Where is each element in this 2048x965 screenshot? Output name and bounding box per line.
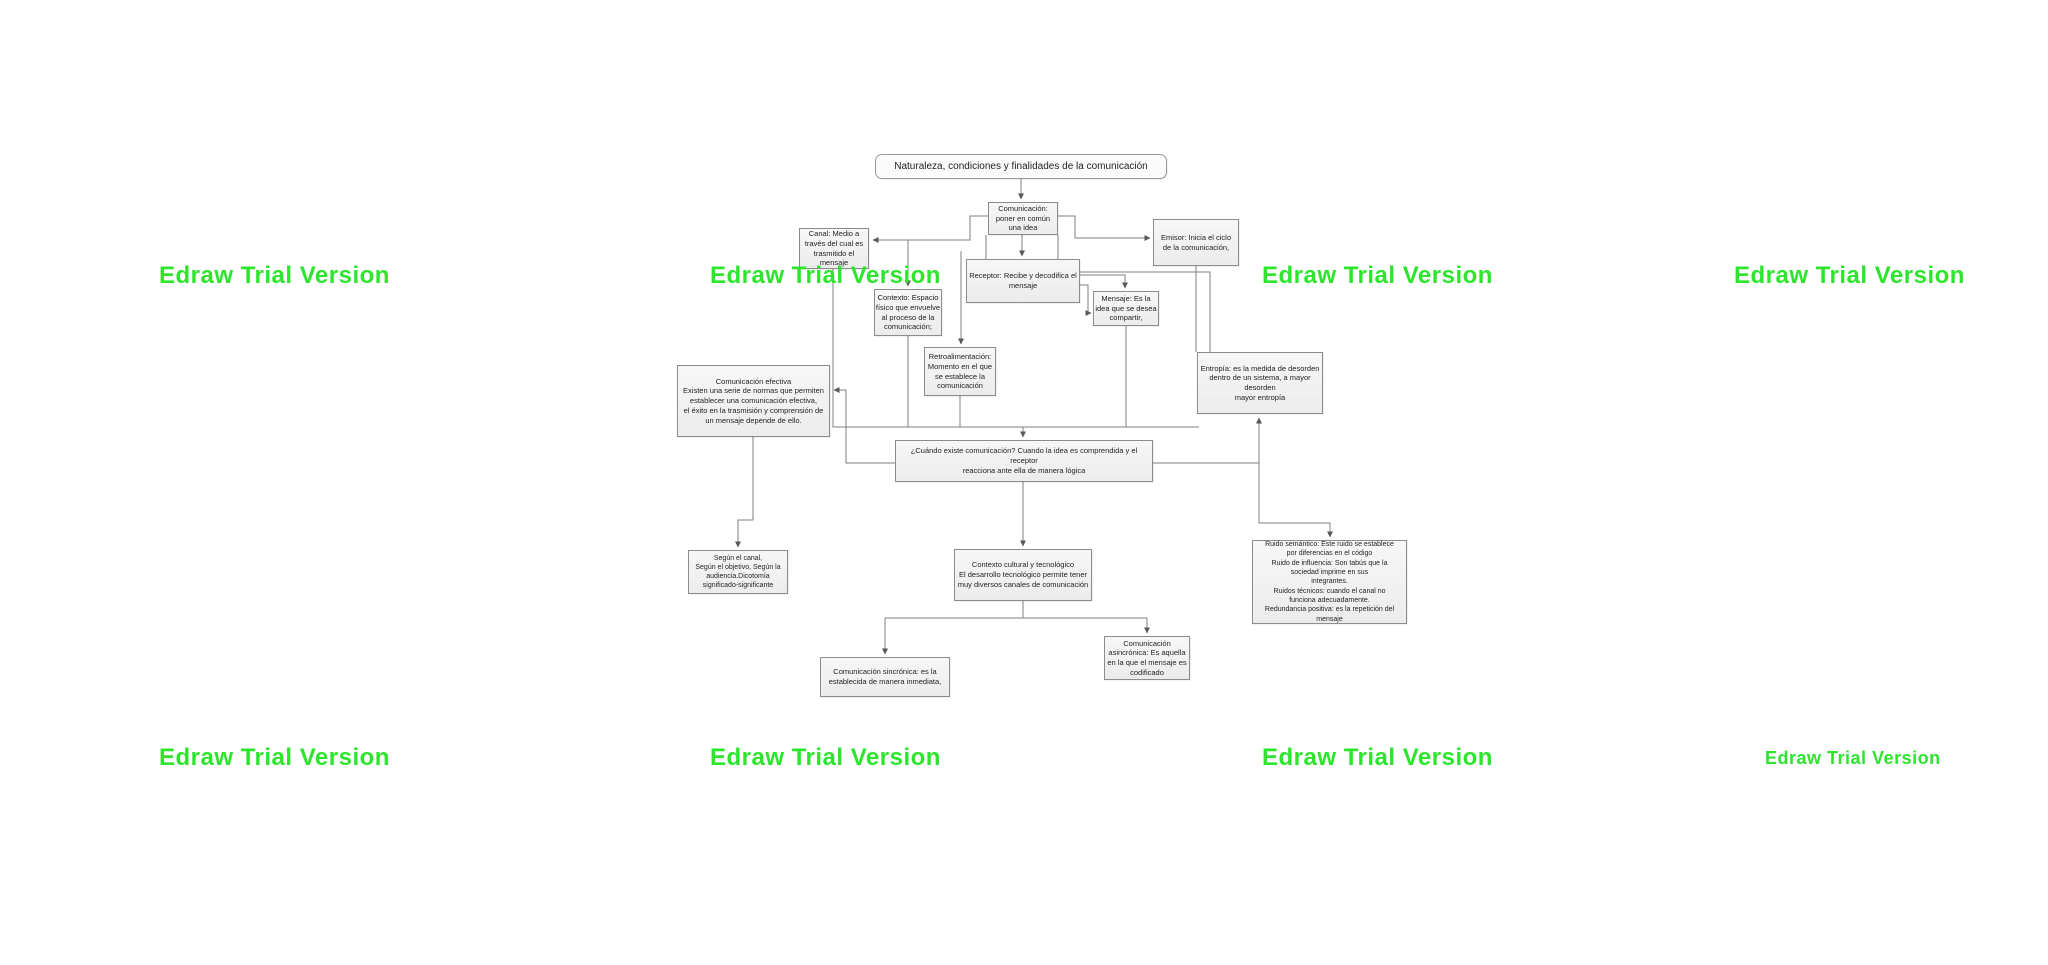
node-ruidos[interactable]: Ruido semántico: Este ruido se establece… bbox=[1252, 540, 1407, 624]
trial-watermark: Edraw Trial Version bbox=[1262, 744, 1493, 771]
node-entropia[interactable]: Entropía: es la medida de desorden dentr… bbox=[1197, 352, 1323, 414]
node-comunicacion-efectiva[interactable]: Comunicación efectiva Existen una serie … bbox=[677, 365, 830, 437]
trial-watermark: Edraw Trial Version bbox=[710, 744, 941, 771]
node-canal[interactable]: Canal: Medio a través del cual es trasmi… bbox=[799, 228, 869, 269]
connector bbox=[833, 387, 895, 464]
connector bbox=[872, 215, 988, 243]
trial-watermark: Edraw Trial Version bbox=[710, 262, 941, 289]
trial-watermark: Edraw Trial Version bbox=[1765, 748, 1941, 768]
node-segun-canal[interactable]: Según el canal, Según el objetivo, Según… bbox=[688, 550, 788, 594]
trial-watermark: Edraw Trial Version bbox=[159, 262, 390, 289]
node-retroalimentacion[interactable]: Retroalimentación: Momento en el que se … bbox=[924, 347, 996, 396]
node-comunicacion-sincronica[interactable]: Comunicación sincrónica: es la estableci… bbox=[820, 657, 950, 697]
connector bbox=[1058, 215, 1151, 241]
node-contexto-cultural[interactable]: Contexto cultural y tecnológico El desar… bbox=[954, 549, 1092, 601]
node-comunicacion[interactable]: Comunicación: poner en común una idea bbox=[988, 202, 1058, 235]
node-titulo[interactable]: Naturaleza, condiciones y finalidades de… bbox=[875, 154, 1167, 179]
node-mensaje[interactable]: Mensaje: Es la idea que se desea compart… bbox=[1093, 291, 1159, 326]
node-contexto[interactable]: Contexto: Espacio físico que envuelve al… bbox=[874, 289, 942, 336]
node-cuando-existe[interactable]: ¿Cuándo existe comunicación? Cuando la i… bbox=[895, 440, 1153, 482]
connector bbox=[1080, 284, 1092, 316]
trial-watermark: Edraw Trial Version bbox=[1734, 262, 1965, 289]
connector bbox=[1258, 463, 1333, 538]
trial-watermark: Edraw Trial Version bbox=[159, 744, 390, 771]
trial-watermark: Edraw Trial Version bbox=[1262, 262, 1493, 289]
node-receptor[interactable]: Receptor: Recibe y decodifica el mensaje bbox=[966, 259, 1080, 303]
node-comunicacion-asincronica[interactable]: Comunicación asincrónica: Es aquella en … bbox=[1104, 636, 1190, 680]
node-emisor[interactable]: Emisor: Inicia el ciclo de la comunicaci… bbox=[1153, 219, 1239, 266]
connector bbox=[735, 437, 754, 548]
